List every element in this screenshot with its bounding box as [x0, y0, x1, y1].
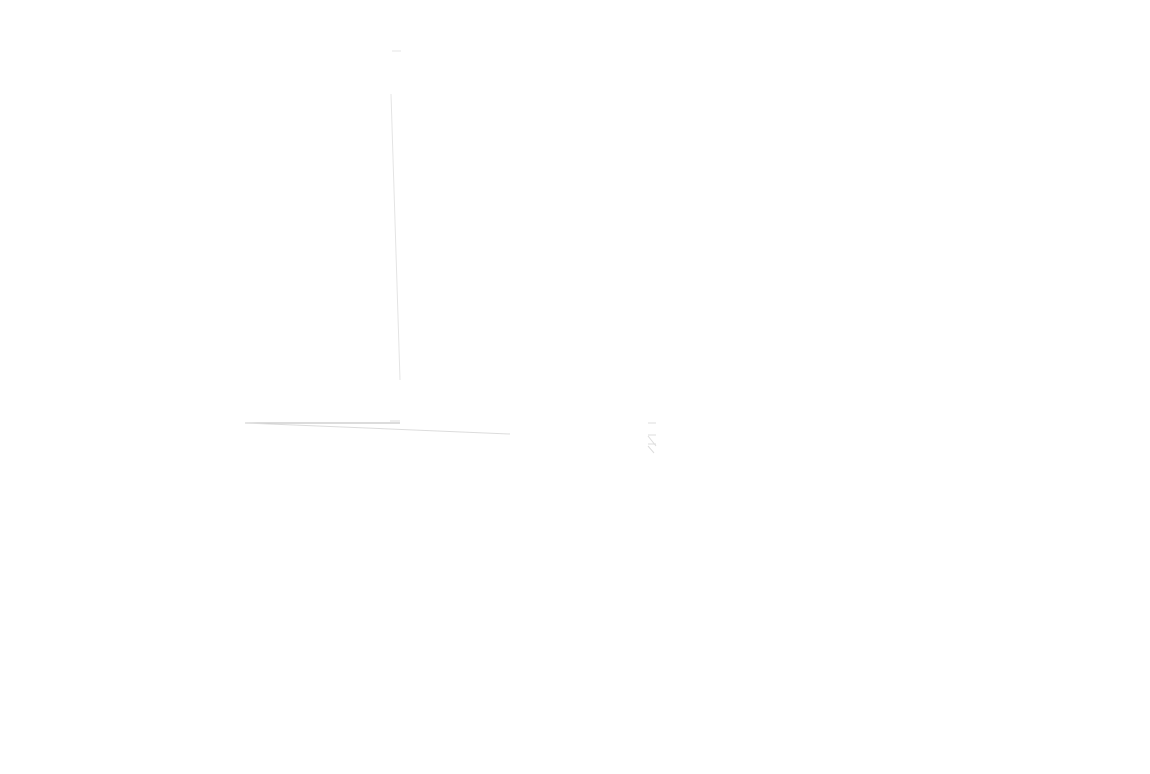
vertical-edge	[390, 93, 401, 381]
diagonal-edge	[244, 422, 511, 435]
glyph-fragments	[647, 422, 657, 454]
glyph-fragment	[647, 445, 655, 454]
